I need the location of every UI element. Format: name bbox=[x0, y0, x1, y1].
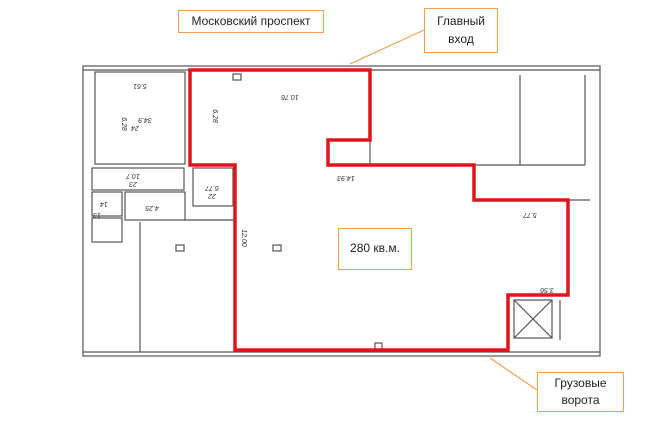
cargo-gate-label: Грузовые ворота bbox=[537, 372, 624, 412]
dim-label: 14.93 bbox=[337, 174, 355, 181]
dim-label: 6.28 bbox=[211, 109, 218, 123]
dim-label: 12.00 bbox=[240, 229, 247, 247]
dim-label: 10.76 bbox=[281, 93, 299, 100]
dimension-labels: 5.61 24 34.9 6.28 10.76 6.28 23 10.7 22 … bbox=[93, 82, 554, 293]
dim-label: 24 bbox=[131, 124, 140, 131]
dim-label: 5.61 bbox=[133, 82, 147, 89]
dim-label: 13 bbox=[93, 211, 101, 218]
dim-label: 3.56 bbox=[540, 286, 554, 293]
dim-label: 22 bbox=[208, 192, 217, 199]
dim-label: 10.7 bbox=[125, 172, 140, 179]
main-entrance-text: Главный вход bbox=[437, 14, 485, 46]
dim-label: 4.25 bbox=[145, 204, 159, 211]
dim-label: 23 bbox=[129, 180, 138, 187]
dim-label: 5.77 bbox=[522, 211, 537, 218]
dim-label: 6.77 bbox=[204, 184, 219, 191]
dim-label: 6.28 bbox=[120, 117, 127, 131]
leased-area-outline bbox=[188, 68, 570, 352]
area-label: 280 кв.м. bbox=[338, 228, 412, 270]
dim-label: 34.9 bbox=[138, 116, 152, 123]
walls bbox=[82, 65, 601, 357]
cargo-gate-text: Грузовые ворота bbox=[554, 375, 607, 407]
callout-arrows bbox=[349, 29, 538, 391]
dim-label: 14 bbox=[100, 200, 108, 207]
street-label: Московский проспект bbox=[178, 10, 324, 33]
main-entrance-label: Главный вход bbox=[424, 8, 498, 53]
